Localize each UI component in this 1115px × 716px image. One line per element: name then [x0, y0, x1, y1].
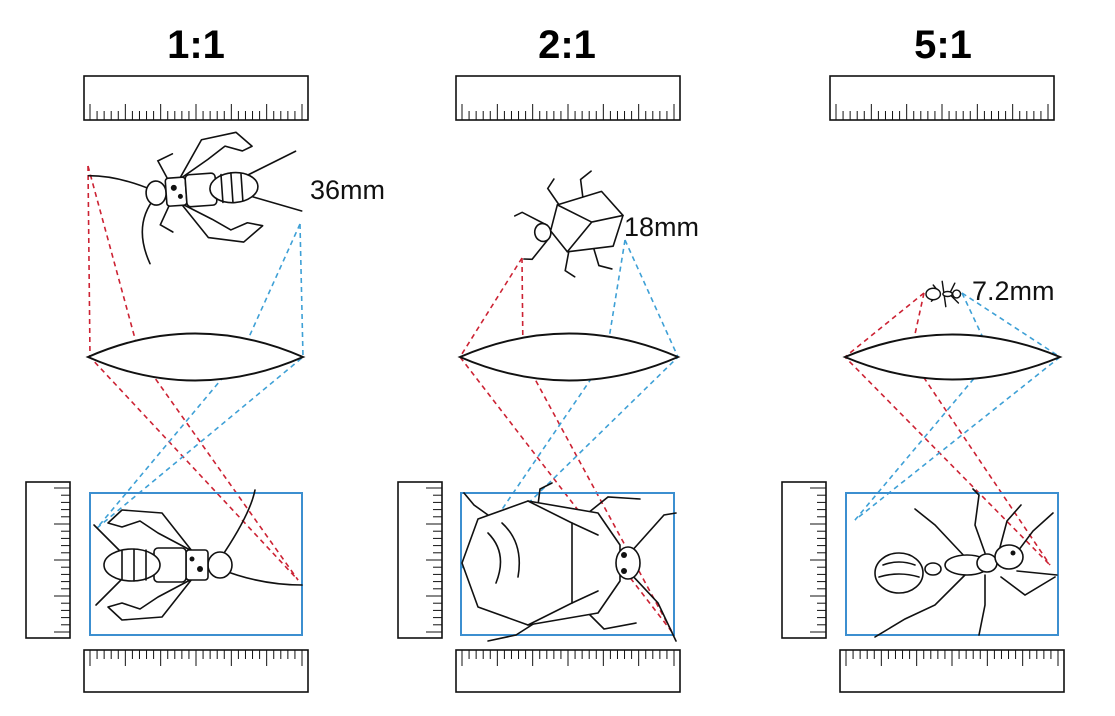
object-size-2to1: 18mm	[624, 212, 699, 242]
panel-title-5to1: 5:1	[914, 23, 972, 67]
cricket-image-icon	[93, 489, 303, 621]
ruler-bottom-5to1	[839, 649, 1065, 693]
ruler-bottom-2to1	[455, 649, 681, 693]
panel-title-1to1: 1:1	[167, 23, 225, 67]
object-size-5to1: 7.2mm	[972, 276, 1055, 306]
ruler-left-1to1	[25, 481, 71, 639]
sensor-frame-2to1	[460, 492, 675, 636]
ant-image-icon	[874, 488, 1058, 638]
ruler-top-5to1	[829, 75, 1055, 121]
stink-bug-image-icon	[461, 482, 677, 642]
sensor-frame-1to1	[89, 492, 303, 636]
ruler-left-2to1	[397, 481, 443, 639]
panel-5to1: 5:1 7.2mm	[781, 23, 1065, 693]
ruler-bottom-1to1	[83, 649, 309, 693]
object-size-1to1: 36mm	[310, 175, 385, 205]
panel-1to1: 1:1	[25, 23, 385, 693]
ruler-top-1to1	[83, 75, 309, 121]
lens-icon	[842, 333, 1063, 381]
ruler-left-5to1	[781, 481, 827, 639]
lens-icon	[457, 332, 681, 382]
cricket-icon	[87, 131, 303, 265]
sensor-frame-5to1	[845, 492, 1059, 636]
panel-2to1: 2:1 18mm	[397, 23, 699, 693]
lens-icon	[85, 332, 306, 382]
panel-title-2to1: 2:1	[538, 23, 596, 67]
ant-icon	[925, 280, 962, 308]
ruler-top-2to1	[455, 75, 681, 121]
stink-bug-icon	[513, 170, 624, 278]
